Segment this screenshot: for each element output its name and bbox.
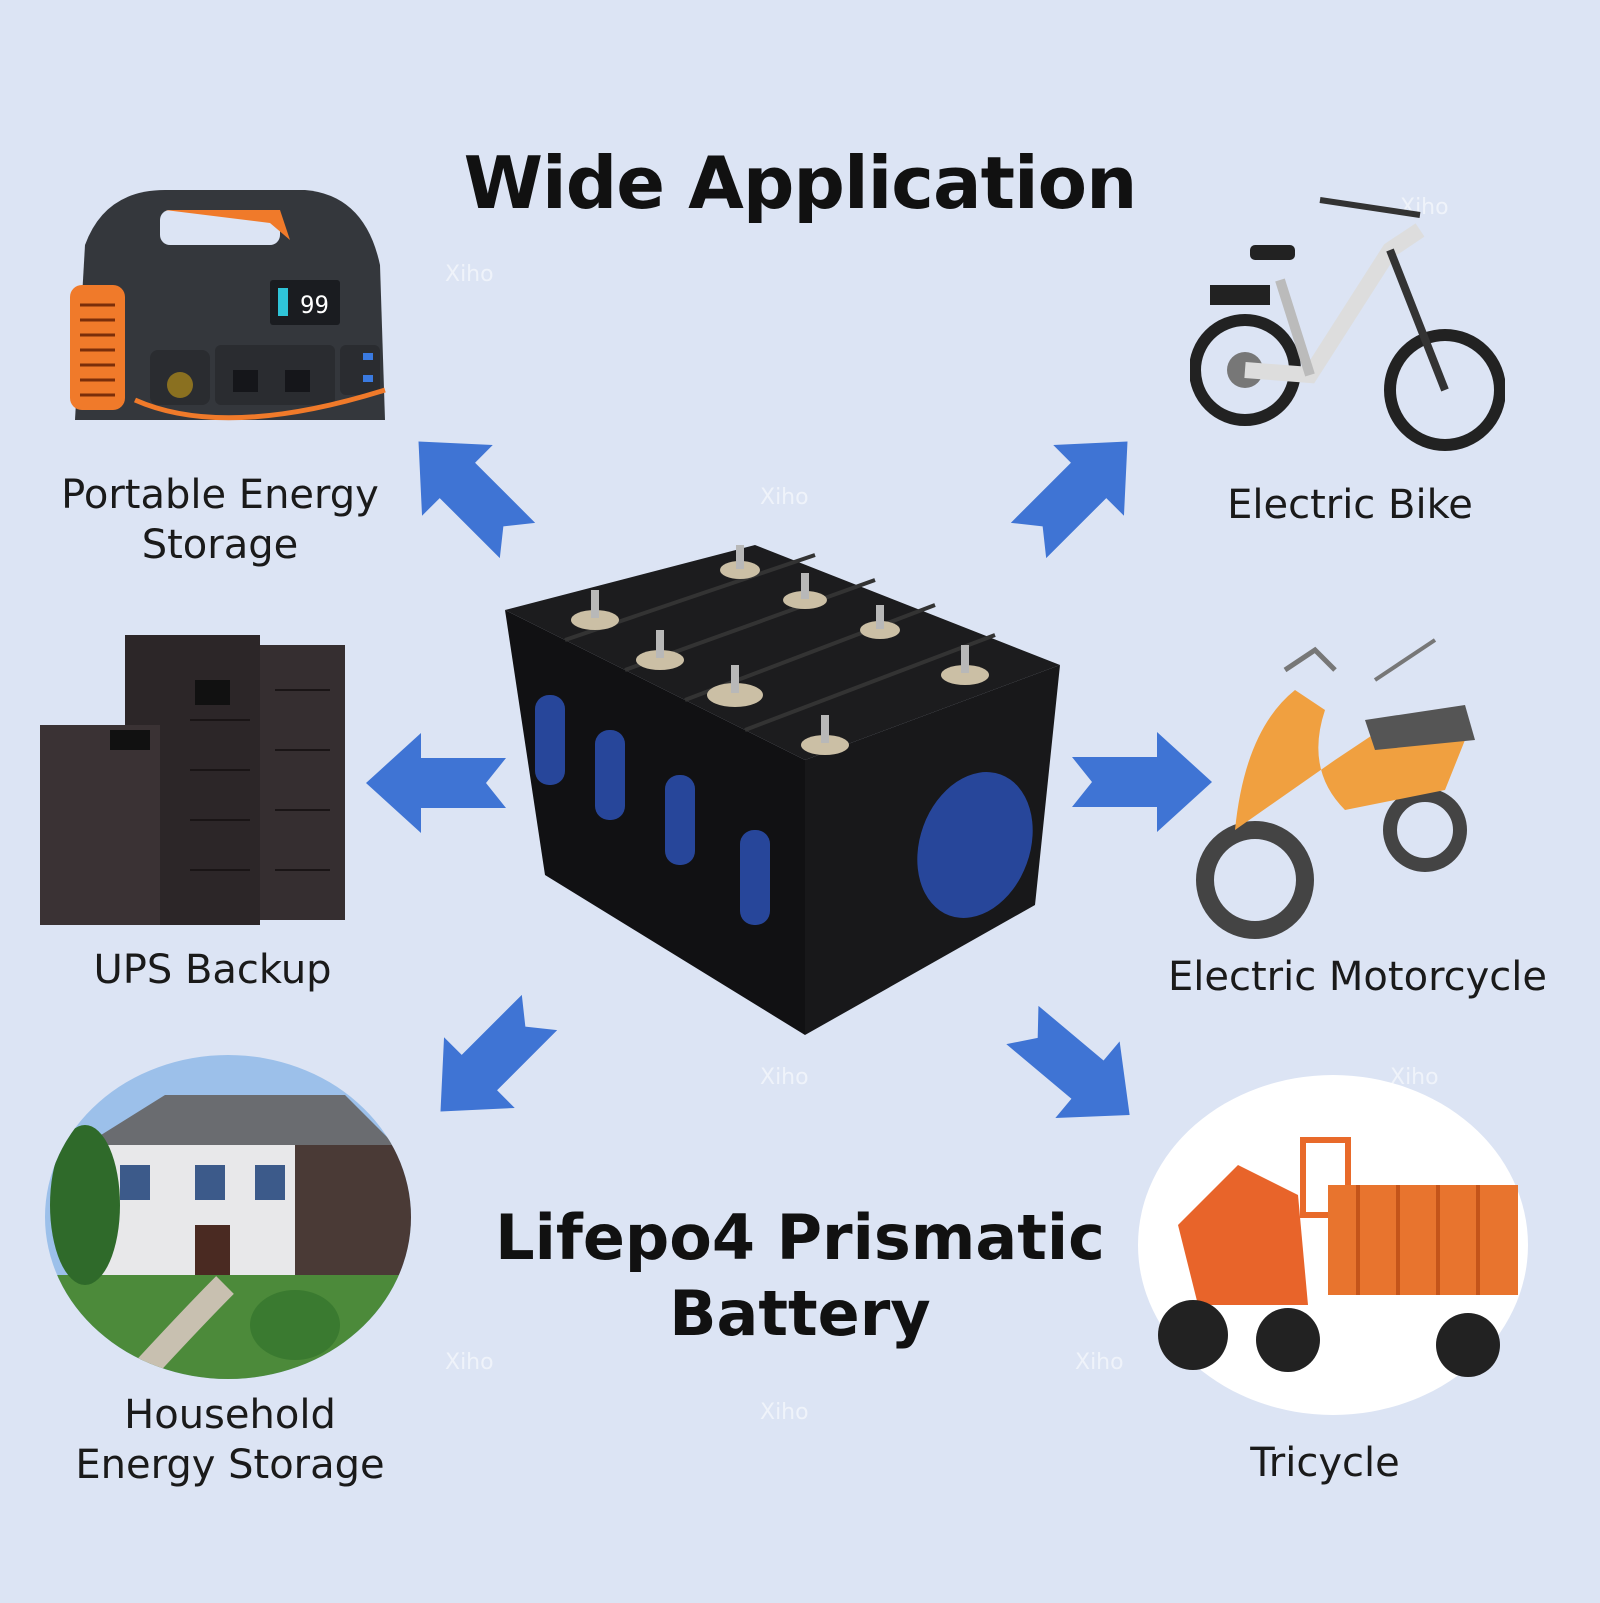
product-title-line: Battery [669,1277,931,1350]
arrow-down-left-icon [440,994,558,1112]
label-line: Household [124,1392,336,1438]
application-label-tricycle: Tricycle [1250,1440,1400,1486]
watermark: Xiho [760,1400,809,1425]
application-label-ups-backup: UPS Backup [93,947,332,993]
application-label-electric-motorcycle: Electric Motorcycle [1167,954,1548,1000]
watermark: Xiho [760,485,809,510]
arrow-down-right-icon [1006,1005,1130,1118]
electric-motorcycle-image [1196,638,1475,939]
arrow-up-left-icon [418,441,536,559]
lifepo4-battery-image [505,545,1060,1035]
page-title: Wide Application [463,141,1138,225]
label-line: Portable Energy [61,472,379,518]
arrow-up-right-icon [1010,441,1128,559]
arrow-left-icon [366,733,506,833]
household-house-image [45,1055,411,1379]
tricycle-image [1138,1075,1528,1415]
label-line: Energy Storage [75,1442,385,1488]
display-value: 99 [300,291,329,319]
label-line: Storage [141,522,299,568]
portable-power-station-image: 99 [70,190,386,421]
application-label-electric-bike: Electric Bike [1227,482,1473,528]
electric-bike-image [1190,197,1505,451]
product-title: Lifepo4 Prismatic Battery [440,1200,1160,1352]
application-label-household-energy-storage: Household Energy Storage [30,1390,430,1490]
watermark: Xiho [760,1065,809,1090]
watermark: Xiho [1075,1350,1124,1375]
arrow-right-icon [1072,732,1212,832]
application-label-portable-energy-storage: Portable Energy Storage [10,470,430,570]
watermark: Xiho [445,1350,494,1375]
ups-cabinet-image [40,635,345,925]
watermark: Xiho [445,262,494,287]
product-title-line: Lifepo4 Prismatic [495,1201,1105,1274]
